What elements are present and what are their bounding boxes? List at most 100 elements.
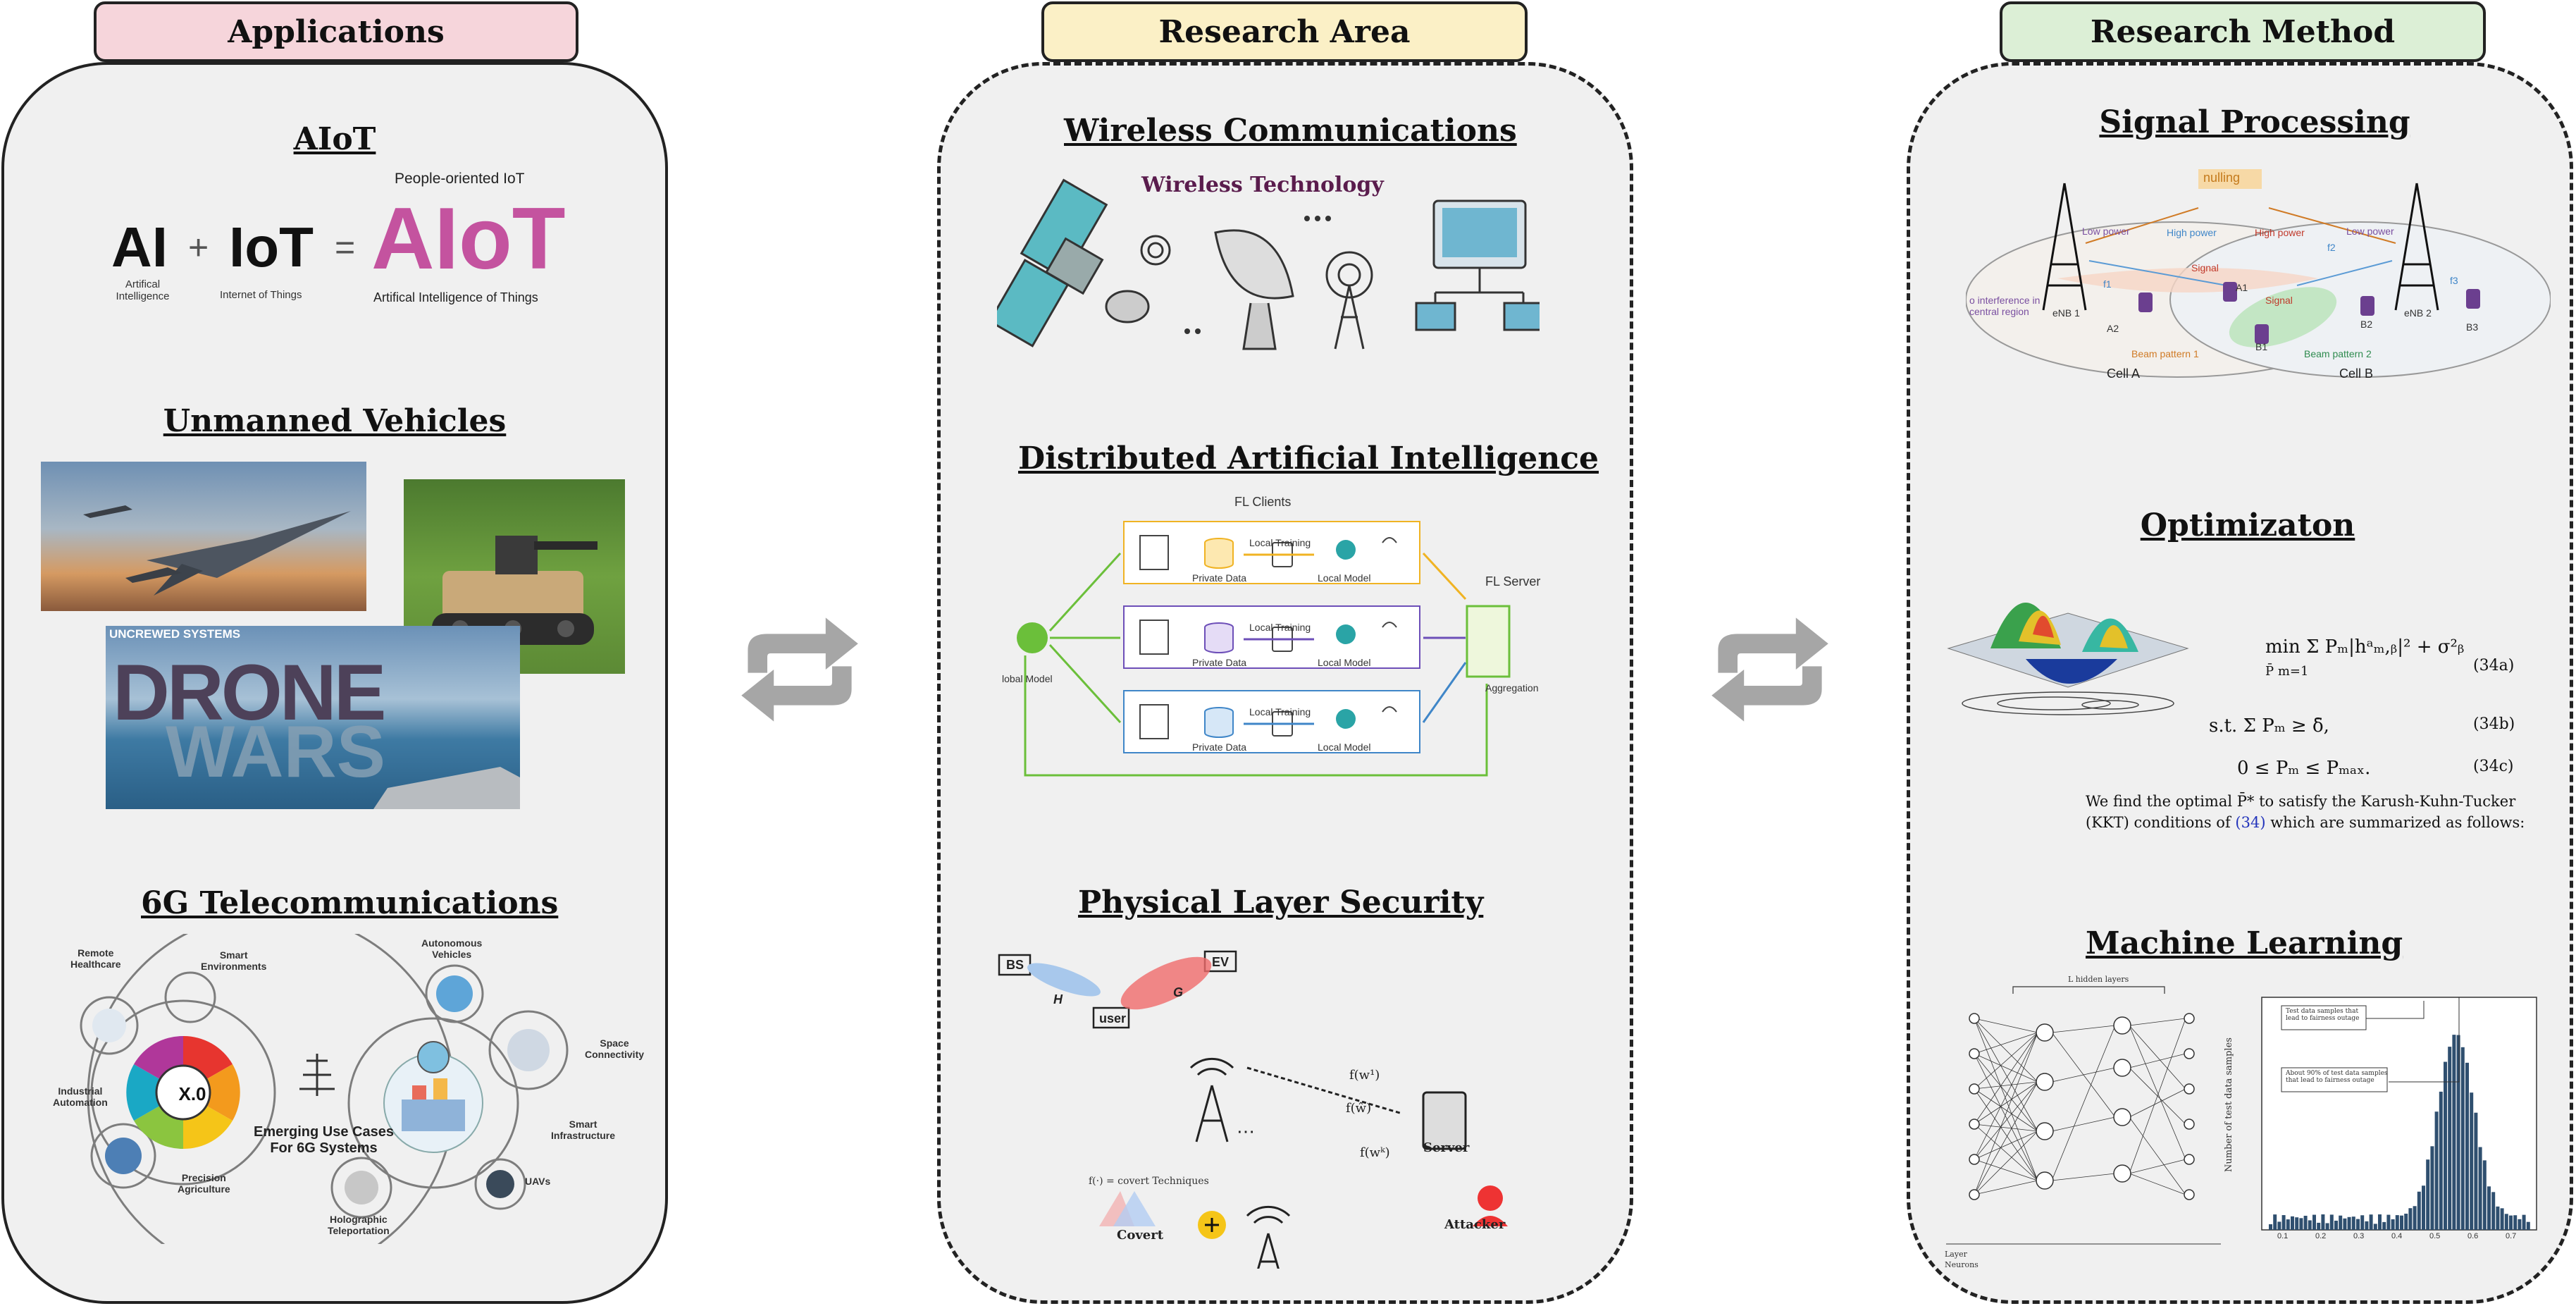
wars-word: WARS xyxy=(166,711,385,793)
6g-use-cases-diagram xyxy=(80,934,569,1244)
federated-learning-diagram xyxy=(1017,521,1511,777)
optimization-title: Optimizaton xyxy=(2140,507,2355,543)
equals-sign: = xyxy=(335,228,356,267)
histogram-bar xyxy=(2422,1185,2425,1230)
histogram-bar xyxy=(2334,1220,2338,1230)
histogram-bar xyxy=(2386,1214,2391,1230)
hidden-layers-label: L hidden layers xyxy=(2068,975,2129,984)
cycle-arrows-icon-2 xyxy=(1711,617,1828,722)
histogram-bar xyxy=(2448,1047,2452,1230)
bs-label: BS xyxy=(1006,958,1024,972)
dai-title: Distributed Artificial Intelligence xyxy=(1018,441,1599,476)
jets-photo xyxy=(41,462,366,611)
histogram-bar xyxy=(2347,1216,2351,1230)
user-a1: A1 xyxy=(2236,282,2248,293)
eq3: 0 ≤ Pₘ ≤ Pₘₐₓ. xyxy=(2237,758,2371,779)
optimization-surface-plot xyxy=(1947,603,2189,715)
user-label: user xyxy=(1099,1011,1127,1025)
low-power-label-2: Low power xyxy=(2346,226,2394,237)
label-space-connectivity: Space Connectivity xyxy=(585,1037,645,1060)
ai-caption: Artifical Intelligence xyxy=(116,278,170,302)
private-data-label-3: Private Data xyxy=(1192,741,1247,753)
hist-xtick: 0.6 xyxy=(2467,1232,2479,1240)
freq-f2: f2 xyxy=(2327,242,2336,253)
iot-caption: Internet of Things xyxy=(220,289,302,301)
eq2-tag: (34b) xyxy=(2473,715,2515,733)
histogram-plot xyxy=(2261,997,2537,1231)
histogram-bar xyxy=(2456,1035,2460,1230)
histogram-bar xyxy=(2343,1218,2347,1230)
eq1-sub: P̄ m=1 xyxy=(2265,664,2309,679)
opt-text-ref[interactable]: (34) xyxy=(2235,814,2266,831)
user-a2: A2 xyxy=(2107,323,2119,334)
user-b3: B3 xyxy=(2466,321,2479,333)
histogram-bar xyxy=(2277,1221,2281,1230)
histogram-bar xyxy=(2321,1214,2325,1230)
histogram-bar xyxy=(2369,1214,2373,1230)
layer-label: Layer xyxy=(1945,1250,1967,1259)
eq3-tag: (34c) xyxy=(2473,758,2514,775)
aiot-title: AIoT xyxy=(293,121,376,157)
hist-xtick: 0.7 xyxy=(2506,1232,2517,1240)
fwk-label: f(wᵏ) xyxy=(1360,1145,1390,1160)
fl-server-label: FL Server xyxy=(1485,574,1541,589)
cell-a-label: Cell A xyxy=(2107,366,2141,381)
fl-clients-label: FL Clients xyxy=(1234,495,1292,509)
signal-label-1: Signal xyxy=(2191,262,2219,273)
histogram-bar xyxy=(2339,1215,2343,1230)
enb2-label: eNB 2 xyxy=(2404,307,2432,319)
hist-xtick: 0.2 xyxy=(2315,1232,2327,1240)
ai-word: AI xyxy=(111,216,168,278)
label-precision-agriculture: Precision Agriculture xyxy=(178,1172,230,1195)
cycle-arrows-icon xyxy=(741,617,858,722)
hist-note-2: About 90% of test data samples that lead… xyxy=(2286,1070,2388,1084)
opt-text-line1: We find the optimal P̄* to satisfy the K… xyxy=(2086,793,2516,810)
6g-hub-label: X.0 xyxy=(178,1083,206,1104)
6g-telecom-title: 6G Telecommunications xyxy=(141,885,559,921)
eq1-text: min Σ Pₘ|hᵃₘ,ᵦ|² + σ²ᵦ xyxy=(2265,636,2465,658)
label-uavs: UAVs xyxy=(525,1176,551,1187)
plus-sign: + xyxy=(188,228,209,267)
histogram-bar xyxy=(2391,1219,2395,1230)
hist-xtick: 0.1 xyxy=(2277,1232,2289,1240)
label-remote-healthcare: Remote Healthcare xyxy=(70,947,121,970)
label-industrial-automation: Industrial Automation xyxy=(53,1085,108,1108)
h-label: H xyxy=(1053,992,1063,1006)
histogram-bar xyxy=(2434,1111,2439,1230)
private-data-label-1: Private Data xyxy=(1192,572,1247,584)
histogram-bar xyxy=(2522,1214,2526,1230)
interference-label: o interference in central region xyxy=(1969,295,2041,317)
freq-f3: f3 xyxy=(2450,275,2458,286)
label-autonomous-vehicles: Autonomous Vehicles xyxy=(421,937,483,960)
local-training-label-1: Local Training xyxy=(1249,537,1311,548)
applications-header: Applications xyxy=(94,1,578,62)
neurons-label: Neurons xyxy=(1945,1260,1979,1269)
drone-wars-photo: UNCREWED SYSTEMS DRONE WARS xyxy=(106,626,520,809)
aiot-caption: Artifical Intelligence of Things xyxy=(373,290,538,304)
histogram-bar xyxy=(2513,1215,2518,1230)
hist-xticks: 0.1 0.2 0.3 0.4 0.5 0.6 0.7 xyxy=(2265,1232,2539,1246)
histogram-bar xyxy=(2491,1192,2496,1230)
local-model-label-2: Local Model xyxy=(1318,657,1371,668)
histogram-bar xyxy=(2317,1222,2321,1230)
signal-processing-diagram xyxy=(1966,169,2551,378)
histogram-bar xyxy=(2478,1147,2482,1230)
histogram-bar xyxy=(2378,1214,2382,1230)
local-training-label-3: Local Training xyxy=(1249,706,1311,717)
histogram-bar xyxy=(2329,1214,2334,1230)
unmanned-vehicles-title: Unmanned Vehicles xyxy=(163,403,507,439)
histogram-bar xyxy=(2365,1221,2369,1230)
histogram-bar xyxy=(2373,1224,2377,1230)
covert-label: Covert xyxy=(1117,1228,1164,1243)
research-method-header: Research Method xyxy=(2000,1,2486,62)
histogram-bar xyxy=(2286,1219,2290,1230)
histogram-bar xyxy=(2273,1214,2277,1230)
histogram-bar xyxy=(2360,1215,2365,1230)
histogram-bar xyxy=(2444,1061,2447,1230)
histogram-bar xyxy=(2400,1215,2403,1230)
histogram-bar xyxy=(2417,1191,2421,1230)
hist-note-1: Test data samples that lead to fairness … xyxy=(2286,1008,2360,1022)
histogram-bar xyxy=(2308,1220,2312,1230)
label-smart-environments: Smart Environments xyxy=(201,949,267,972)
nulling-label: nulling xyxy=(2203,171,2241,185)
